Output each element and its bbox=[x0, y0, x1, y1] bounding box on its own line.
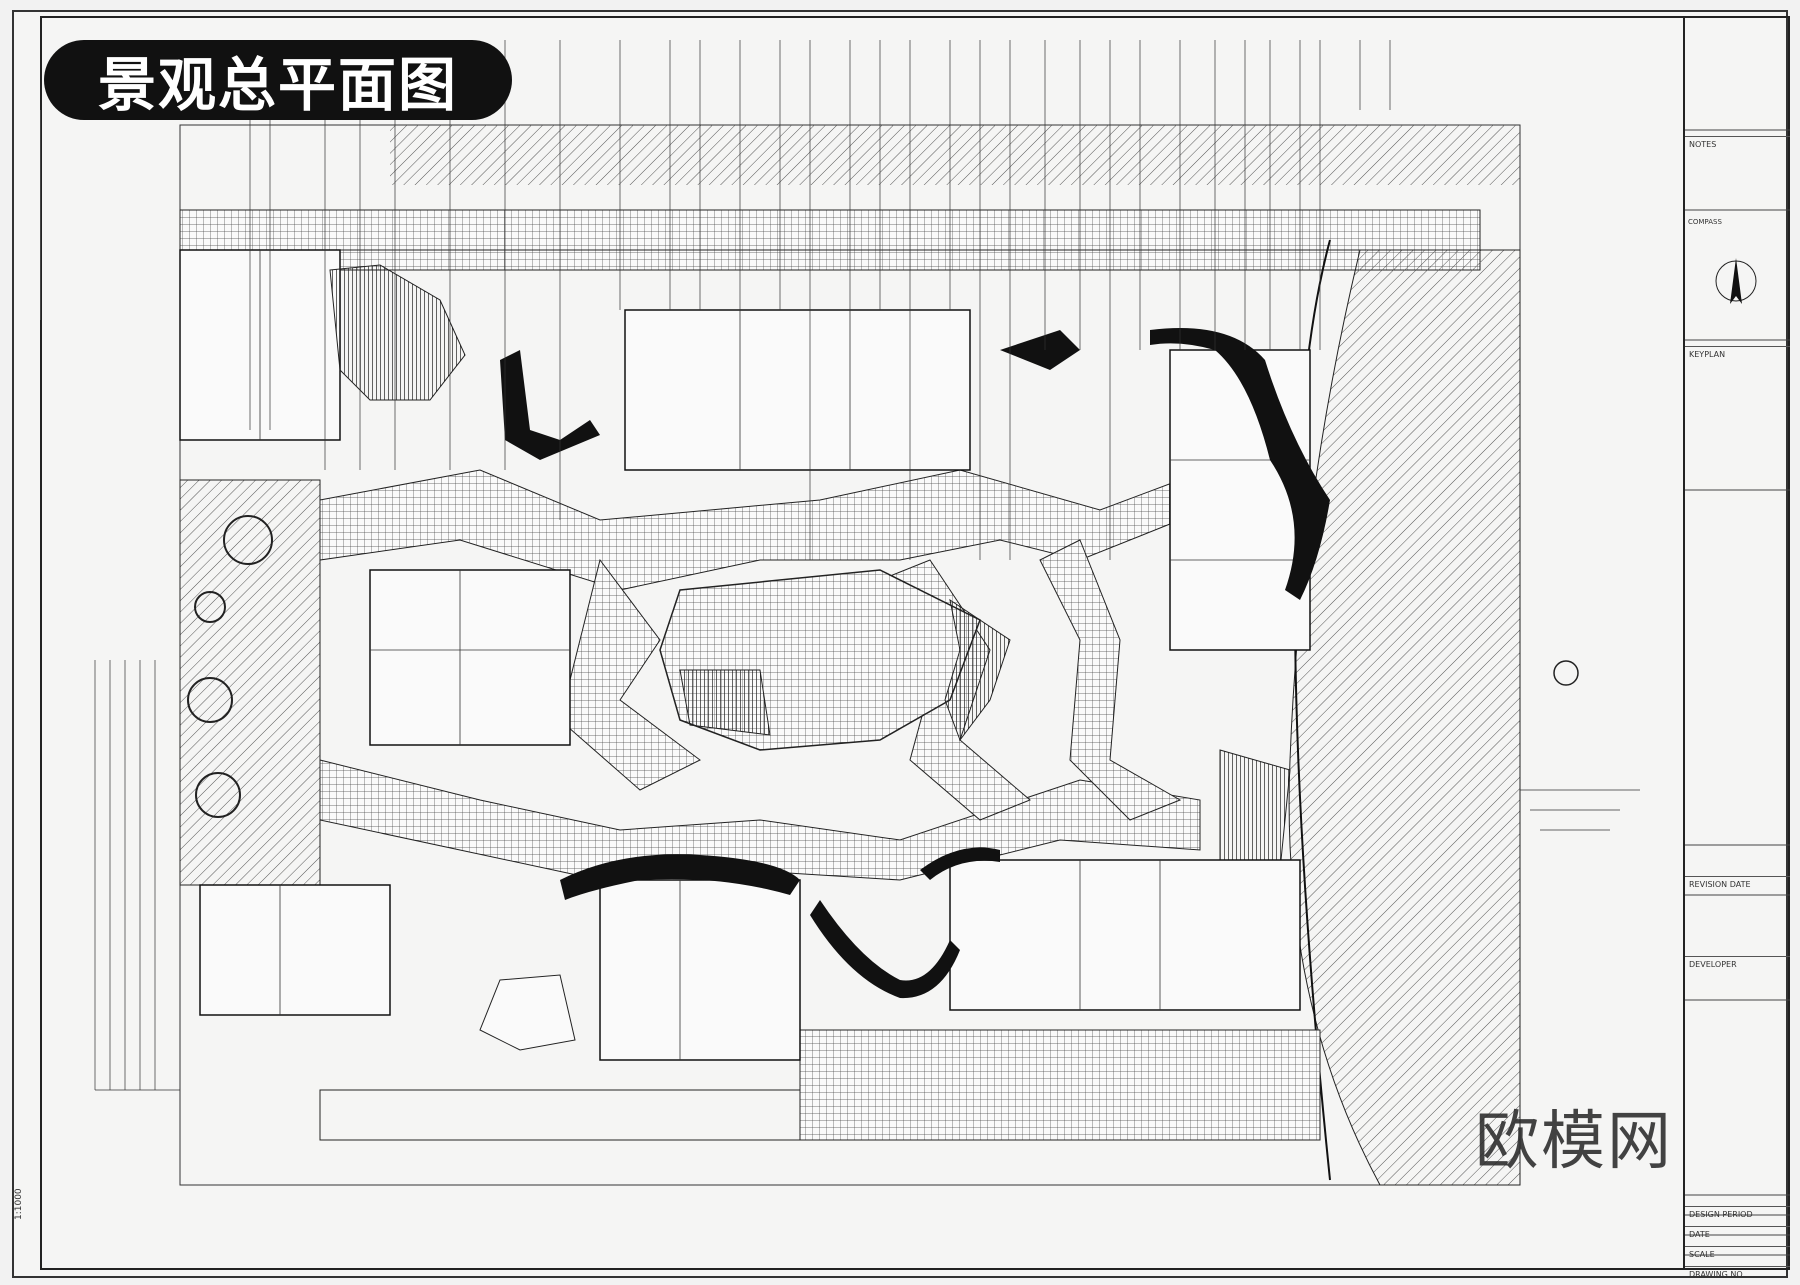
southwest-garden bbox=[479, 974, 576, 1051]
ribbon-6 bbox=[920, 847, 1000, 880]
ribbon-5 bbox=[810, 900, 960, 999]
south-strip bbox=[319, 1089, 801, 1141]
drawing-no-label: DRAWING NO. bbox=[1685, 1266, 1790, 1283]
scale-text: 1:1000 bbox=[14, 1188, 24, 1220]
feature-circle-1 bbox=[223, 515, 273, 565]
central-water-feature bbox=[944, 598, 1011, 742]
developer-label: DEVELOPER bbox=[1685, 956, 1790, 973]
building-south bbox=[599, 879, 801, 1061]
notes-label: NOTES bbox=[1685, 136, 1790, 153]
scale-label: SCALE bbox=[1685, 1246, 1790, 1263]
building-north bbox=[624, 309, 971, 471]
date-label: DATE bbox=[1685, 1226, 1790, 1243]
building-southeast bbox=[949, 859, 1301, 1011]
compass-label: COMPASS bbox=[1688, 218, 1722, 226]
left-info-strip bbox=[12, 110, 41, 320]
east-deck bbox=[1219, 749, 1291, 871]
design-period-label: DESIGN PERIOD bbox=[1685, 1206, 1790, 1223]
ribbon-3 bbox=[1150, 328, 1330, 600]
north-walkway bbox=[179, 209, 1481, 251]
revision-label: REVISION DATE bbox=[1685, 876, 1790, 893]
drawing-frame bbox=[40, 16, 1790, 1270]
top-street-band bbox=[390, 125, 1520, 185]
north-arrow-icon bbox=[1715, 258, 1757, 304]
title-block: NOTES KEYPLAN REVISION DATE DEVELOPER DE… bbox=[1683, 16, 1790, 1279]
ribbon-2 bbox=[1000, 330, 1080, 370]
keyplan-label: KEYPLAN bbox=[1685, 346, 1790, 363]
path-east-plaza bbox=[1039, 539, 1182, 821]
feature-circle-2 bbox=[194, 591, 226, 623]
central-plaza-deck bbox=[679, 669, 771, 736]
feature-circle-4 bbox=[195, 772, 241, 818]
diagonal-path-west bbox=[559, 558, 701, 791]
central-path-north bbox=[319, 469, 1181, 591]
circled-number-icon bbox=[1553, 660, 1579, 686]
building-southwest bbox=[199, 884, 391, 1016]
watermark: 欧模网 bbox=[1475, 1105, 1673, 1179]
feature-circle-3 bbox=[187, 677, 233, 723]
building-west bbox=[369, 569, 571, 746]
west-plaza bbox=[179, 479, 321, 886]
ribbon-1 bbox=[500, 350, 600, 460]
east-road bbox=[1288, 249, 1521, 1186]
ribbon-4 bbox=[560, 854, 800, 900]
south-paving-plaza bbox=[799, 1029, 1321, 1141]
northwest-pond bbox=[329, 264, 466, 401]
drawing-title: 景观总平面图 bbox=[44, 40, 512, 120]
building-east bbox=[1169, 349, 1311, 651]
